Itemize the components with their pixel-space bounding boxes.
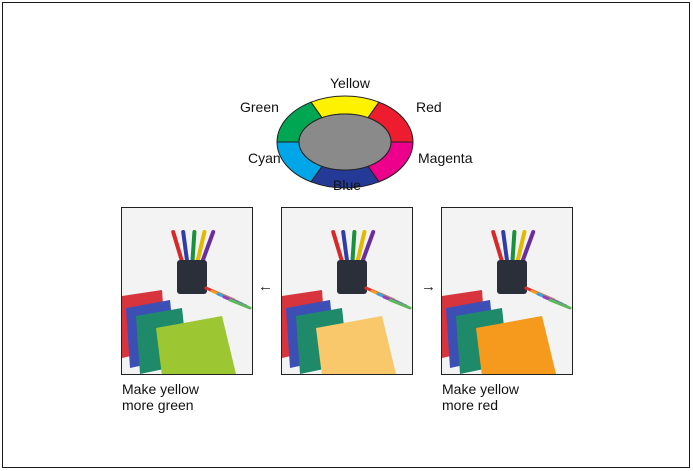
- crayon: [388, 298, 412, 310]
- caption-right-line1: Make yellow: [442, 381, 520, 397]
- label-blue: Blue: [333, 177, 362, 193]
- crayon: [228, 298, 252, 310]
- label-magenta: Magenta: [418, 150, 473, 166]
- label-green: Green: [240, 99, 279, 115]
- arrow-left: ←: [258, 278, 273, 295]
- label-cyan: Cyan: [248, 150, 281, 166]
- folder-adjusted: [316, 316, 396, 374]
- pen-cup: [177, 260, 207, 294]
- label-red: Red: [416, 99, 442, 115]
- pen-cup: [497, 260, 527, 294]
- label-yellow: Yellow: [330, 75, 370, 91]
- caption-left-line1: Make yellow: [122, 381, 200, 397]
- caption-right-line2: more red: [442, 397, 499, 413]
- folder-adjusted: [476, 316, 556, 374]
- wheel-center: [298, 113, 392, 171]
- crayon: [548, 298, 572, 310]
- photo-more-red: [441, 207, 573, 375]
- caption-left-line2: more green: [122, 397, 194, 413]
- folder-adjusted: [156, 316, 236, 374]
- arrow-right: →: [421, 278, 436, 295]
- photo-more-green: [121, 207, 253, 375]
- photo-original: [281, 207, 413, 375]
- pen-cup: [337, 260, 367, 294]
